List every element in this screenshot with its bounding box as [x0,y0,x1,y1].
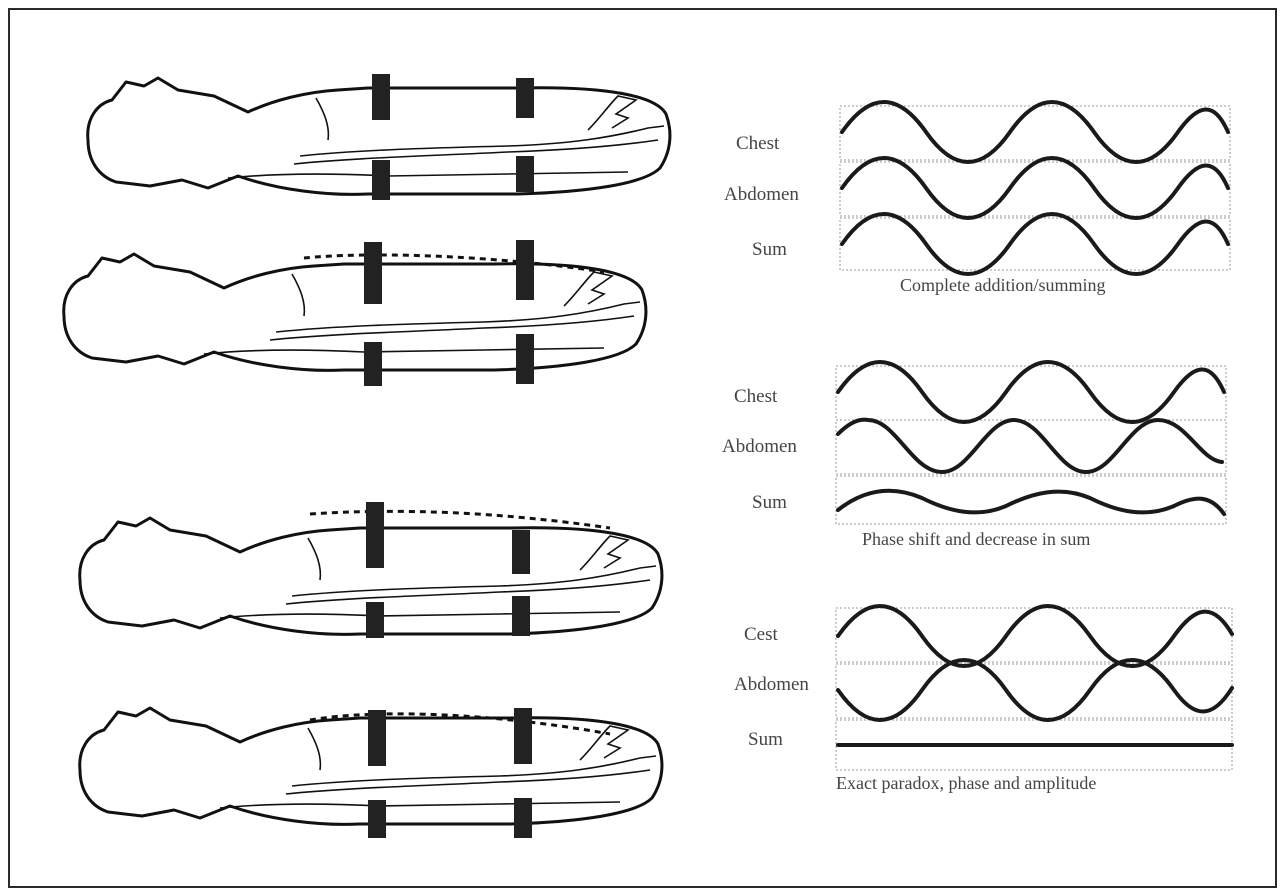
sum-waveform [842,214,1228,274]
chest-band [366,602,384,638]
chest-band [366,502,384,568]
sum-label: Sum [752,493,787,512]
abdomen-band [512,530,530,574]
expansion-outline [310,511,610,528]
abdomen-waveform [838,660,1232,720]
chest-waveform [838,362,1224,422]
sum-waveform [838,491,1224,514]
panel-caption: Complete addition/summing [900,276,1106,294]
abdomen-band [512,596,530,636]
sum-label: Sum [748,730,783,749]
chest-waveform [842,102,1228,162]
abdomen-label: Abdomen [722,437,797,456]
chest-label: Cest [744,625,778,644]
sum-label: Sum [752,240,787,259]
body-figure-2 [64,240,646,386]
abdomen-band [516,240,534,300]
abdomen-band [516,78,534,118]
chest-label: Chest [736,134,779,153]
chest-band [372,160,390,200]
body-figure-4 [80,708,662,838]
abdomen-label: Abdomen [734,675,809,694]
chest-band [368,710,386,766]
chest-waveform [838,606,1232,666]
chest-band [364,342,382,386]
body-figure-3 [80,502,662,638]
abdomen-band [516,334,534,384]
abdomen-band [516,156,534,192]
abdomen-waveform [838,420,1222,472]
chest-band [372,74,390,120]
abdomen-band [514,798,532,838]
panel-caption: Phase shift and decrease in sum [862,530,1090,548]
abdomen-band [514,708,532,764]
panel-caption: Exact paradox, phase and amplitude [836,774,1096,792]
abdomen-waveform [842,158,1228,218]
chest-band [364,242,382,304]
chest-band [368,800,386,838]
body-figure-1 [88,74,670,200]
abdomen-label: Abdomen [724,185,799,204]
chest-label: Chest [734,387,777,406]
